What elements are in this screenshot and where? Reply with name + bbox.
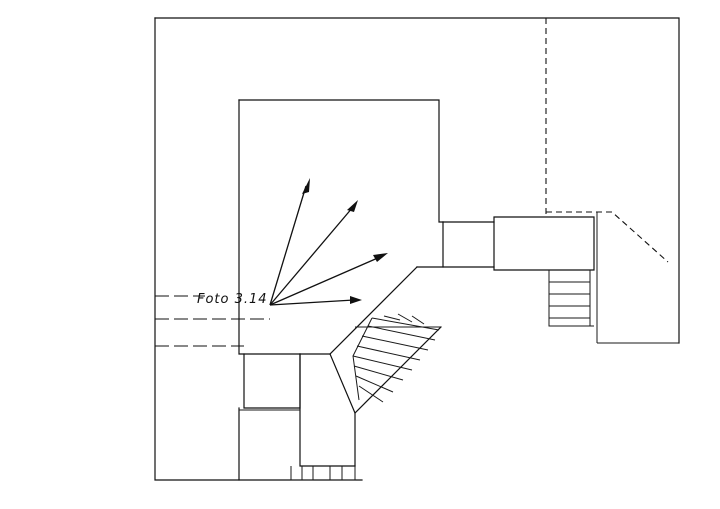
arrow-head-2 [347, 200, 358, 212]
arrow-head-1 [302, 178, 310, 194]
main-building [238, 99, 444, 223]
main-building-left-wall [238, 99, 331, 355]
right-block [493, 216, 595, 271]
view-arrow-3 [269, 256, 381, 306]
diagonal-wing-upper [329, 266, 418, 355]
lower-corridor-left [243, 353, 301, 409]
view-arrow-4 [269, 299, 355, 306]
diagonal-staircase [352, 313, 440, 403]
entrance-steps [290, 466, 356, 481]
arrow-head-4 [350, 296, 362, 304]
dashed-divider-diagonal [546, 211, 669, 263]
photo-label: Foto 3.14 [197, 292, 268, 307]
right-stairs [548, 270, 594, 327]
property-boundary [154, 17, 680, 344]
diagonal-wing-lower [354, 326, 442, 414]
photo-viewpoint [269, 178, 388, 306]
view-arrow-2 [269, 206, 354, 306]
lower-corridor-right [329, 353, 356, 467]
property-boundary-left [154, 17, 363, 481]
view-arrow-1 [269, 185, 307, 306]
arrow-head-3 [373, 253, 388, 262]
lower-block-divider [299, 353, 356, 467]
